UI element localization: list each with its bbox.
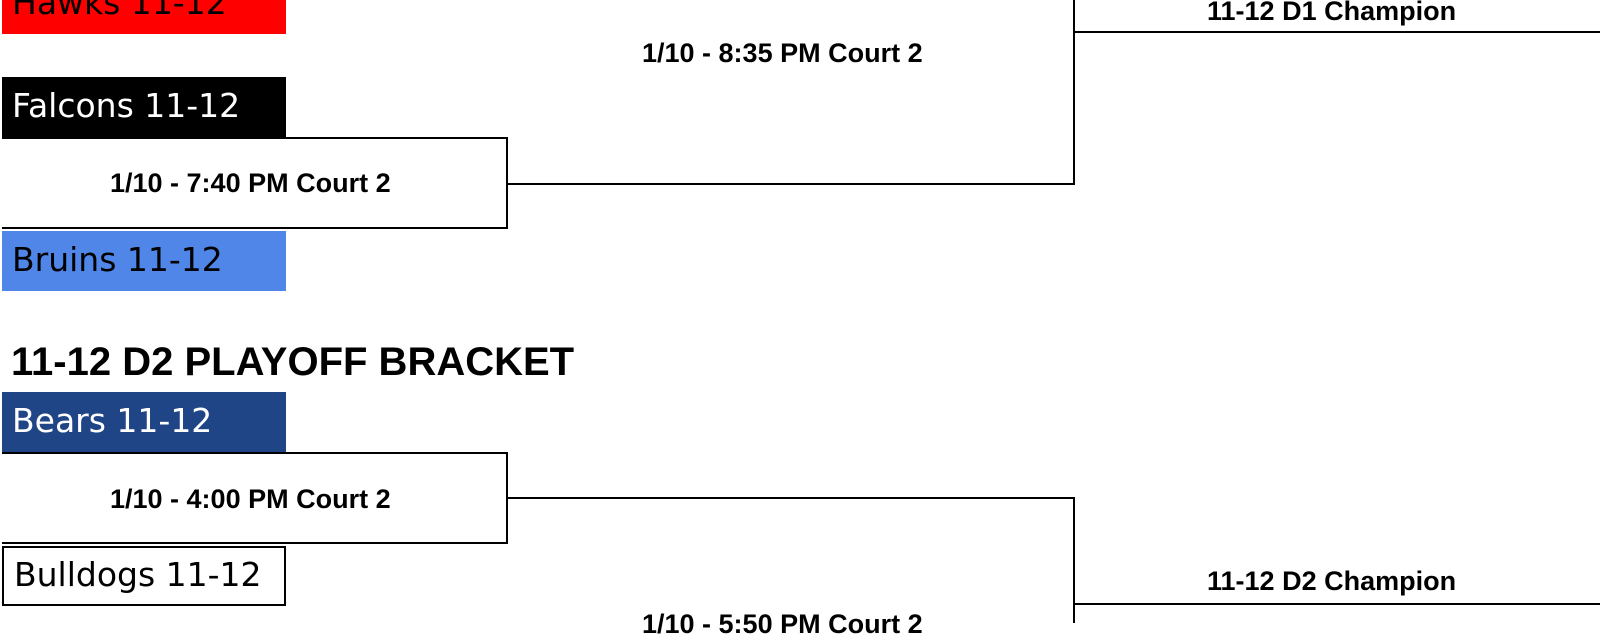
d1-champion-label: 11-12 D1 Champion <box>1207 0 1457 26</box>
d1-champion-line <box>1073 31 1600 33</box>
d2-semifinal-line <box>506 497 1075 499</box>
team-name: Bruins 11-12 <box>12 240 223 279</box>
d2-semifinal-game-label: 1/10 - 4:00 PM Court 2 <box>110 484 391 514</box>
d1-semifinal-game-label: 1/10 - 7:40 PM Court 2 <box>110 168 391 198</box>
d2-final-game-label: 1/10 - 5:50 PM Court 2 <box>642 609 923 639</box>
d2-champion-line <box>1073 603 1600 605</box>
team-name: Bulldogs 11-12 <box>14 555 262 594</box>
d2-champion-label: 11-12 D2 Champion <box>1207 566 1457 596</box>
d2-bracket-title: 11-12 D2 PLAYOFF BRACKET <box>11 340 575 384</box>
team-bulldogs: Bulldogs 11-12 <box>2 546 286 606</box>
d2-final-connector <box>1073 497 1075 623</box>
team-hawks: Hawks 11-12 <box>2 0 286 34</box>
team-name: Bears 11-12 <box>12 401 213 440</box>
team-bruins: Bruins 11-12 <box>2 231 286 291</box>
d1-semifinal-line <box>506 183 1075 185</box>
team-name: Falcons 11-12 <box>12 86 241 125</box>
team-bears: Bears 11-12 <box>2 392 286 452</box>
team-falcons: Falcons 11-12 <box>2 77 286 137</box>
d1-final-game-label: 1/10 - 8:35 PM Court 2 <box>642 38 923 68</box>
team-name: Hawks 11-12 <box>12 0 227 22</box>
d1-final-connector <box>1073 0 1075 185</box>
